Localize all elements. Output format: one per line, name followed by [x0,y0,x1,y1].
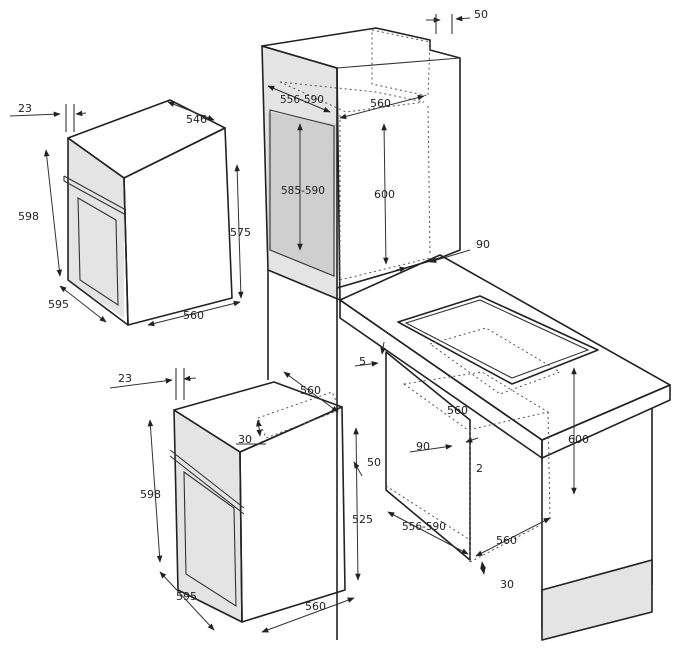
counter-cabinet [339,254,671,641]
oven1-depth-top-label: 546 [186,113,207,126]
tall-width-label: 560 [370,97,391,110]
oven1-height-side-label: 575 [230,226,251,239]
counter-cabinet-dimensions [353,341,577,575]
tall-height-label: 600 [374,188,395,201]
oven2-width-front-label: 595 [176,590,197,603]
oven-bottom-left-dimensions [109,368,361,633]
tall-side-gap-label: 90 [476,238,490,251]
tall-width-range-label: 556-590 [280,94,324,106]
oven2-width-side-label: 560 [305,600,326,613]
tall-cabinet [261,27,461,640]
oven1-height-front-label: 598 [18,210,39,223]
counter-bottom-gap-label: 30 [500,578,514,591]
oven2-cutout-top-label: 30 [238,433,252,446]
oven2-depth-front-label: 23 [118,372,132,385]
counter-right-gap-label: 50 [367,456,381,469]
tall-top-gap-label: 50 [474,8,488,21]
oven2-depth-top-label: 560 [300,384,321,397]
oven-top-left-dimensions [9,101,244,327]
oven1-width-front-label: 595 [48,298,69,311]
tall-cabinet-dimensions [267,14,471,272]
oven1-width-side-label: 560 [183,309,204,322]
tall-height-range-label: 585-590 [281,185,325,197]
oven-bottom-left [169,381,346,623]
counter-width-range-label: 556-590 [402,521,446,533]
counter-side-gap-label: 90 [416,440,430,453]
counter-width-label: 560 [447,404,468,417]
counter-top-offset-label: 5 [359,355,366,368]
oven-top-left [63,99,233,326]
counter-height-label: 600 [568,433,589,446]
oven2-height-side-label: 525 [352,513,373,526]
oven1-depth-front-label: 23 [18,102,32,115]
counter-depth-label: 560 [496,534,517,547]
counter-inner-gap-label: 2 [476,462,483,475]
oven2-height-front-label: 598 [140,488,161,501]
